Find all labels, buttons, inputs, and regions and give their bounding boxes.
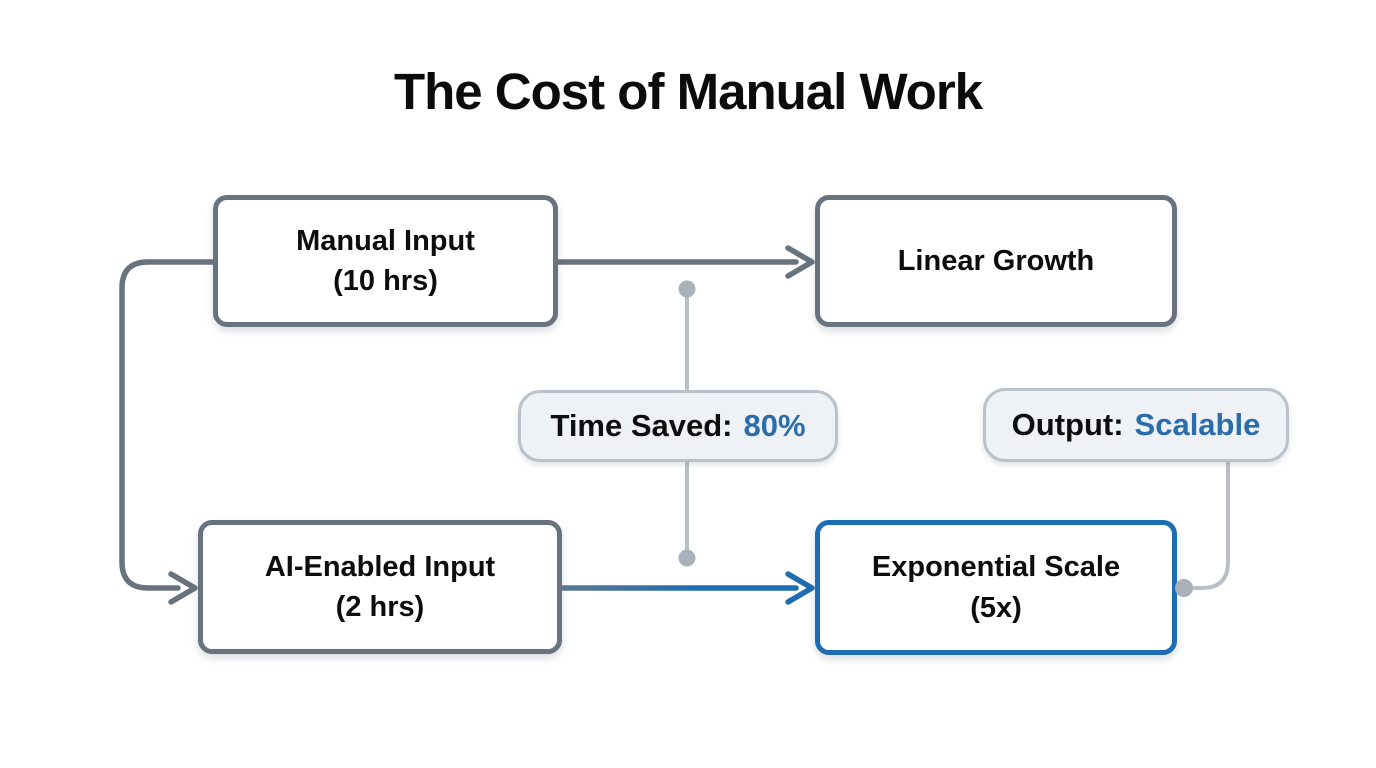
arrow-manual-to-linear (555, 245, 815, 279)
badge-value: 80% (743, 408, 806, 443)
badge-time-saved: Time Saved: 80% (518, 390, 838, 462)
node-linear-growth: Linear Growth (815, 195, 1177, 327)
link-output-dot (1175, 579, 1193, 597)
node-sublabel: (5x) (970, 591, 1022, 624)
badge-output: Output: Scalable (983, 388, 1289, 462)
arrow-ai-to-exponential (559, 571, 815, 605)
node-label: AI-Enabled Input (264, 550, 496, 583)
node-label: Linear Growth (897, 244, 1095, 277)
node-label: Manual Input (296, 224, 475, 257)
node-sublabel: (10 hrs) (333, 265, 438, 297)
node-manual-input: Manual Input (10 hrs) (213, 195, 558, 327)
badge-label: Time Saved: (550, 408, 733, 443)
node-exponential-scale: Exponential Scale (5x) (815, 520, 1177, 655)
node-label: Exponential Scale (871, 551, 1121, 584)
link-output (1190, 458, 1230, 590)
badge-label: Output: (1011, 407, 1124, 442)
node-ai-enabled-input: AI-Enabled Input (2 hrs) (198, 520, 562, 654)
node-sublabel: (2 hrs) (335, 591, 425, 623)
badge-value: Scalable (1134, 407, 1261, 442)
diagram-title: The Cost of Manual Work (393, 63, 983, 120)
